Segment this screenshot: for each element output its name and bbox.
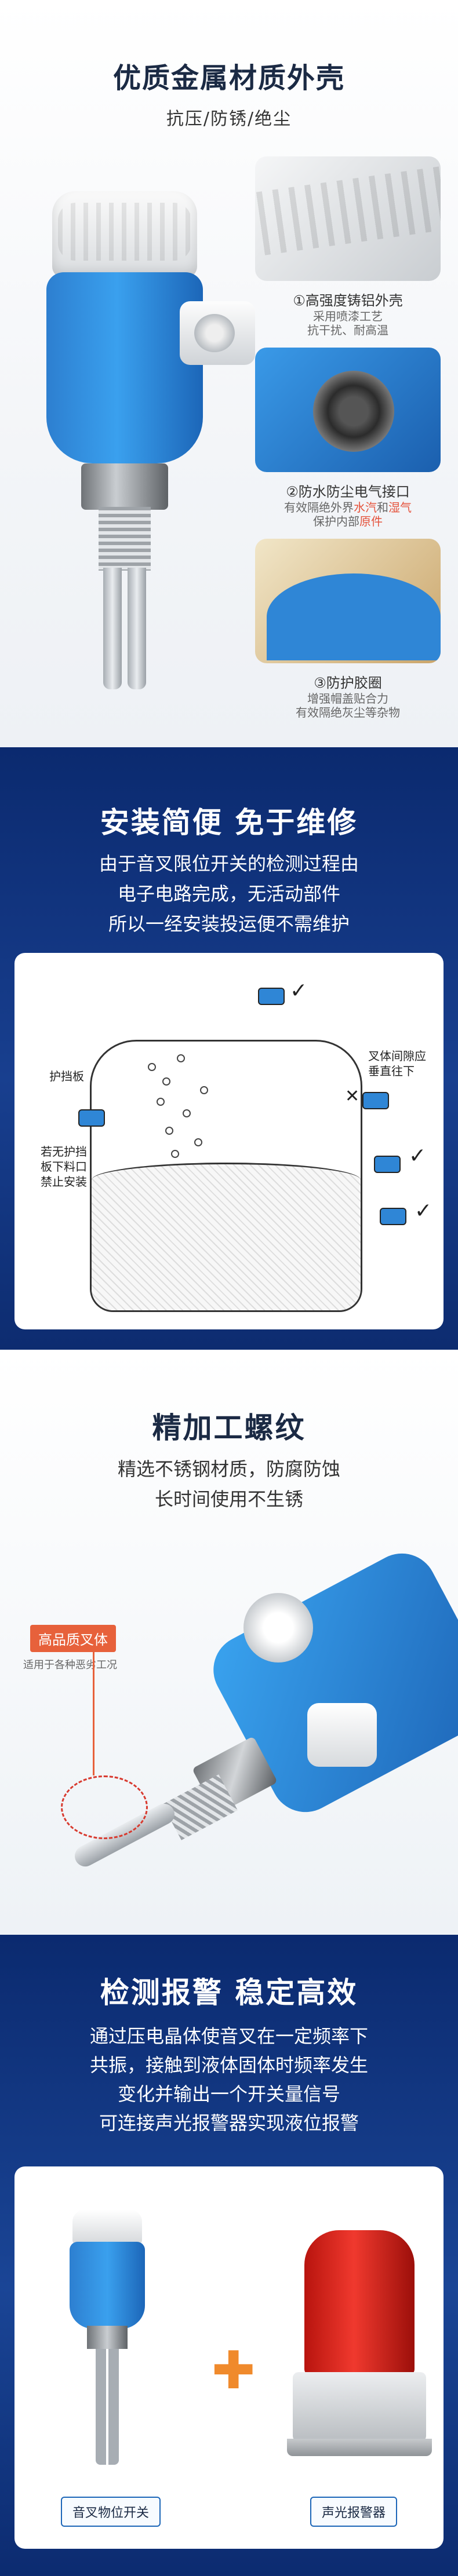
check-icon: ✓ — [415, 1199, 432, 1223]
fork-tine — [103, 568, 122, 689]
side-sensor — [78, 1109, 105, 1127]
section-desc: 由于音叉限位开关的检测过程由 电子电路完成，无活动部件 所以一经安装投运便不需维… — [0, 849, 458, 939]
particle — [157, 1098, 165, 1106]
section-title: 优质金属材质外壳 — [112, 62, 345, 94]
alarm-base — [293, 2372, 426, 2442]
badge-subtitle: 适用于各种恶劣工况 — [23, 1659, 117, 1671]
particle — [177, 1054, 185, 1062]
product-closeup — [71, 1541, 458, 1900]
feature-desc: 有效隔绝外界水汽和湿气 — [255, 500, 441, 514]
section-title: 安装简便 免于维修 — [100, 806, 358, 839]
section-desc: 精选不锈钢材质，防腐防蚀 长时间使用不生锈 — [0, 1454, 458, 1514]
desc-line: 电子电路完成，无活动部件 — [117, 883, 340, 905]
section-subtitle: 抗压/防锈/绝尘 — [166, 109, 292, 129]
pointer-line — [93, 1645, 94, 1775]
feature-image — [255, 156, 441, 281]
feature-desc: 有效隔绝灰尘等杂物 — [296, 706, 400, 719]
feature-title: ①高强度铸铝外壳 — [293, 293, 403, 309]
label-guard: 护挡板 — [49, 1069, 84, 1083]
feature-title: ②防水防尘电气接口 — [286, 484, 410, 500]
side-sensor-right — [374, 1156, 401, 1173]
label-switch: 音叉物位开关 — [61, 2497, 161, 2527]
cable-gland — [243, 1593, 313, 1662]
feature-card-gland: ②防水防尘电气接口 有效隔绝外界水汽和湿气 保护内部原件 — [255, 348, 441, 528]
particle — [200, 1086, 208, 1094]
feature-card-ring: ③防护胶圈 增强帽盖贴合力 有效隔绝灰尘等杂物 — [255, 539, 441, 719]
cross-icon: ✕ — [345, 1086, 360, 1106]
gland-cap — [307, 1703, 377, 1767]
plus-icon: ✚ — [212, 2340, 256, 2401]
label-line: 垂直往下 — [368, 1064, 415, 1078]
fork-tine — [128, 568, 146, 689]
section-title: 检测报警 稳定高效 — [100, 1976, 358, 2009]
desc-text: 有效隔绝外界 — [284, 500, 354, 514]
tank — [90, 1040, 362, 1312]
label-fork-gap: 叉体间隙应 垂直往下 — [368, 1048, 426, 1079]
desc-text: 保护内部 — [313, 514, 359, 528]
desc-highlight: 原件 — [359, 514, 383, 528]
particle — [165, 1127, 173, 1135]
desc-line: 由于音叉限位开关的检测过程由 — [99, 853, 359, 875]
section-alarm: 检测报警 稳定高效 通过压电晶体使音叉在一定频率下 共振，接触到液体固体时频率发… — [0, 1935, 458, 2576]
desc-line: 可连接声光报警器实现液位报警 — [99, 2112, 359, 2134]
section-install: 安装简便 免于维修 由于音叉限位开关的检测过程由 电子电路完成，无活动部件 所以… — [0, 747, 458, 1350]
label-line: 若无护挡 — [41, 1145, 87, 1159]
housing-body — [46, 272, 203, 463]
section-thread: 精加工螺纹 精选不锈钢材质，防腐防蚀 长时间使用不生锈 — [0, 1350, 458, 1935]
hex-nut — [81, 463, 168, 510]
desc-highlight: 湿气 — [388, 500, 412, 514]
label-line: 板下料口 — [41, 1160, 87, 1174]
housing-cap — [52, 191, 197, 278]
desc-text: 和 — [377, 500, 388, 514]
desc-line: 长时间使用不生锈 — [154, 1488, 303, 1510]
feature-desc: 增强帽盖贴合力 — [307, 692, 388, 706]
desc-line: 通过压电晶体使音叉在一定频率下 — [89, 2025, 368, 2047]
alarm-foot — [287, 2439, 432, 2456]
section-title: 精加工螺纹 — [152, 1411, 306, 1445]
feature-card-shell: ①高强度铸铝外壳 采用喷漆工艺 抗干扰、耐高温 — [255, 156, 441, 337]
feature-desc: 采用喷漆工艺 — [313, 309, 383, 323]
side-sensor-right — [380, 1208, 406, 1225]
desc-highlight: 水汽 — [354, 500, 377, 514]
thread — [99, 507, 151, 571]
highlight-ring — [61, 1775, 148, 1839]
desc-line: 精选不锈钢材质，防腐防蚀 — [117, 1458, 340, 1480]
label-alarm: 声光报警器 — [310, 2497, 398, 2527]
label-line: 叉体间隙应 — [368, 1049, 426, 1063]
desc-line: 共振，接触到液体固体时频率发生 — [89, 2054, 368, 2076]
top-sensor — [258, 988, 285, 1005]
check-icon: ✓ — [409, 1144, 427, 1168]
particle — [171, 1150, 179, 1158]
tank-material — [92, 1162, 361, 1310]
check-icon: ✓ — [290, 979, 308, 1003]
feature-desc: 抗干扰、耐高温 — [307, 323, 388, 337]
section-housing: 优质金属材质外壳 抗压/防锈/绝尘 ①高强度铸铝外壳 采用喷漆工艺 抗干扰、耐高… — [0, 0, 458, 747]
feature-title: ③防护胶圈 — [314, 675, 382, 691]
product-image — [35, 191, 255, 712]
particle — [162, 1077, 170, 1086]
alarm-lamp — [304, 2230, 415, 2375]
feature-image — [255, 539, 441, 663]
combo-card: ✚ 音叉物位开关 声光报警器 — [14, 2166, 444, 2549]
feature-image — [255, 348, 441, 472]
particle — [148, 1063, 156, 1071]
switch-fork — [96, 2349, 119, 2465]
switch-cap — [72, 2210, 142, 2245]
label-no-guard: 若无护挡 板下料口 禁止安装 — [41, 1144, 87, 1189]
switch-body — [70, 2242, 145, 2329]
side-sensor-right — [362, 1092, 389, 1109]
desc-line: 所以一经安装投运便不需维护 — [108, 913, 350, 935]
section-desc: 通过压电晶体使音叉在一定频率下 共振，接触到液体固体时频率发生 变化并输出一个开… — [0, 2022, 458, 2137]
cap-ribs — [58, 203, 191, 261]
label-line: 禁止安装 — [41, 1175, 87, 1189]
quality-badge: 高品质叉体 — [30, 1625, 116, 1652]
install-diagram: ✓ ✕ ✓ ✓ 护挡板 若无护挡 板下料口 禁止安装 叉体间隙应 垂直往下 — [14, 953, 444, 1329]
switch-nut — [87, 2326, 128, 2349]
particle — [183, 1109, 191, 1117]
desc-line: 变化并输出一个开关量信号 — [117, 2083, 340, 2105]
feature-desc: 保护内部原件 — [255, 514, 441, 528]
particle — [194, 1138, 202, 1146]
cable-gland — [180, 301, 255, 365]
